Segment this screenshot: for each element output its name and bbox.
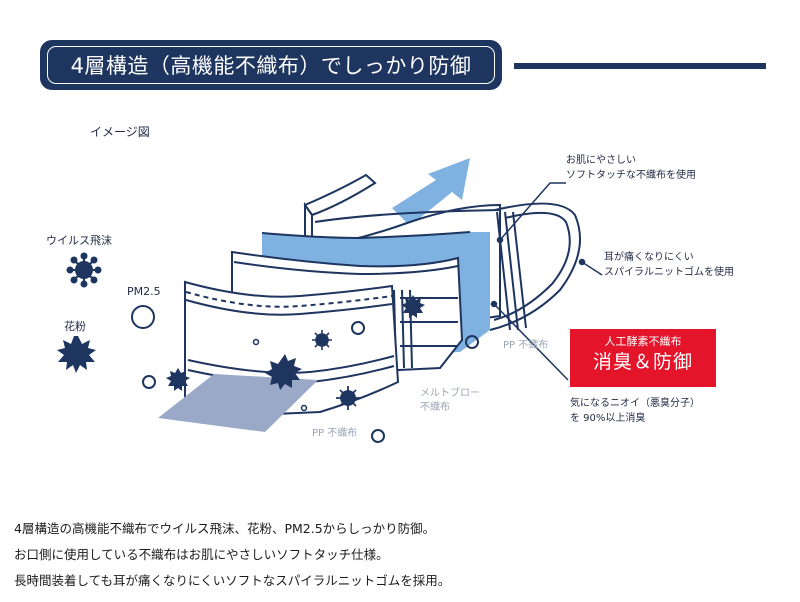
meltblown-label: メルトブロー 不織布 <box>420 387 480 415</box>
pm25-particle-icon <box>465 335 479 349</box>
pm25-label: PM2.5 <box>127 285 161 298</box>
airflow-arrow-icon <box>392 158 470 226</box>
outer-layer-callout-line1: お肌にやさしい <box>566 155 636 166</box>
header-banner: 4層構造（高機能不織布）でしっかり防御 <box>40 40 502 90</box>
pp-sheet <box>158 374 318 432</box>
pollen-icon <box>265 354 302 390</box>
ear-loop-callout-line1: 耳が痛くなりにくい <box>604 252 694 263</box>
outer-layer-callout-line2: ソフトタッチな不織布を使用 <box>566 170 696 181</box>
pp-nonwoven-upper-label: PP 不織布 <box>503 340 549 351</box>
header-rule <box>514 63 766 69</box>
ear-loop <box>489 202 581 331</box>
pollen-label: 花粉 <box>64 320 86 333</box>
pm25-particle-icon <box>371 429 385 443</box>
meltblown-label-line1: メルトブロー <box>420 388 480 399</box>
odor-callout: 気になるニオイ（悪臭分子） を 90%以上消臭 <box>570 396 700 426</box>
image-caption: イメージ図 <box>90 125 150 139</box>
pollen-icon <box>166 368 190 391</box>
odor-callout-line1: 気になるニオイ（悪臭分子） <box>570 398 700 409</box>
enzyme-badge: 人工酵素不織布 消臭＆防御 <box>570 329 716 387</box>
ear-loop-callout-line2: スパイラルニットゴムを使用 <box>604 267 734 278</box>
pm25-particle-icon <box>131 305 155 329</box>
virus-icon <box>336 386 360 410</box>
outer-layer-callout: お肌にやさしい ソフトタッチな不織布を使用 <box>566 153 696 183</box>
odor-callout-line2: を 90%以上消臭 <box>570 413 646 424</box>
virus-icon <box>66 252 102 288</box>
virus-label: ウイルス飛沫 <box>46 234 112 247</box>
description-line-3: 長時間装着しても耳が痛くなりにくいソフトなスパイラルニットゴムを採用。 <box>14 573 451 588</box>
meltblown-label-line2: 不織布 <box>420 402 450 413</box>
callout-leaders <box>490 182 603 381</box>
description-line-2: お口側に使用している不織布はお肌にやさしいソフトタッチ仕様。 <box>14 547 389 562</box>
description-line-1: 4層構造の高機能不織布でウイルス飛沫、花粉、PM2.5からしっかり防御。 <box>14 521 436 536</box>
header-banner-border <box>47 46 495 84</box>
ear-loop-callout: 耳が痛くなりにくい スパイラルニットゴムを使用 <box>604 250 734 280</box>
pm25-particle-icon <box>300 404 308 412</box>
page-title: 4層構造（高機能不織布）でしっかり防御 <box>70 54 472 78</box>
enzyme-badge-title: 消臭＆防御 <box>592 351 693 373</box>
pollen-icon <box>57 336 96 373</box>
pm25-particle-icon <box>142 375 156 389</box>
virus-icon <box>312 330 332 350</box>
pm25-particle-icon <box>351 321 365 335</box>
pollen-icon <box>401 295 425 318</box>
pm25-particle-icon <box>252 338 260 346</box>
enzyme-badge-subtitle: 人工酵素不織布 <box>604 335 682 348</box>
pp-nonwoven-lower-label: PP 不織布 <box>312 428 358 439</box>
